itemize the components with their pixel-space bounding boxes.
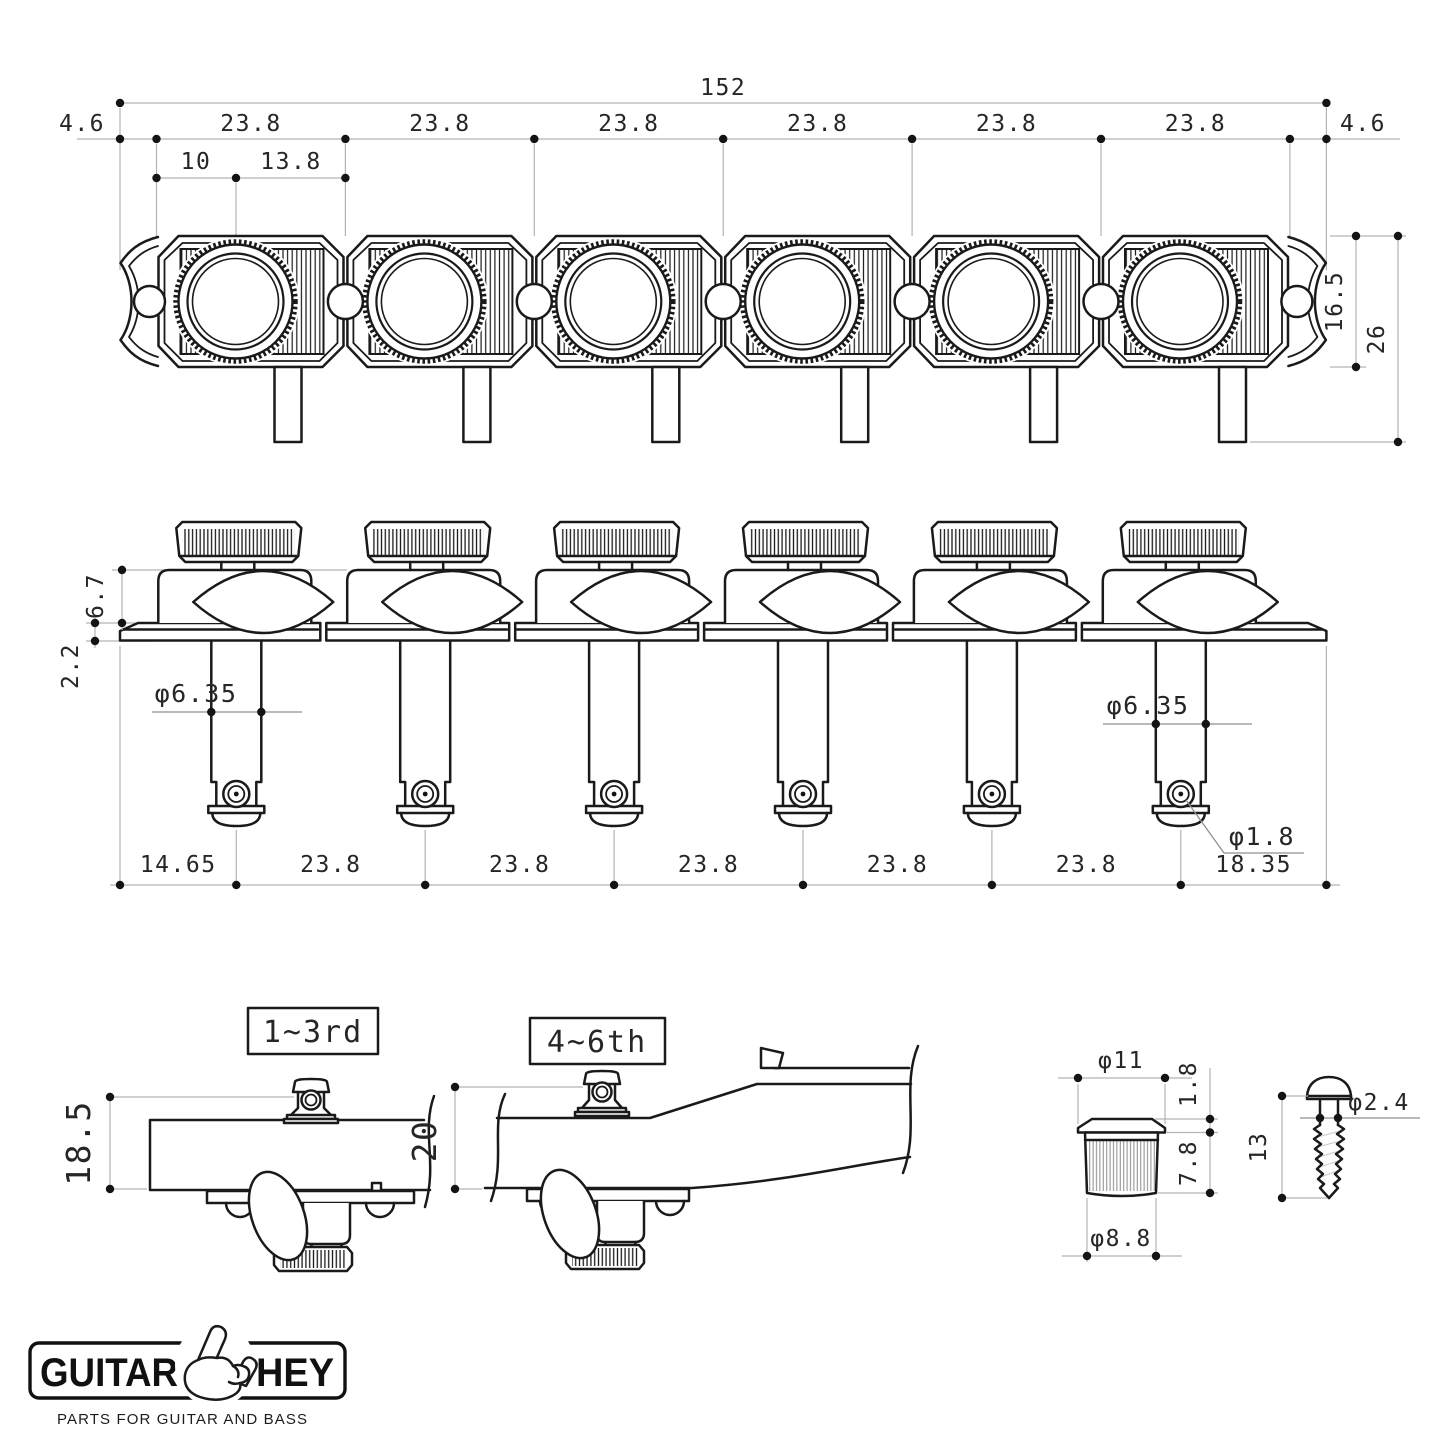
fist — [183, 1356, 251, 1401]
screw-thread-right — [1327, 1123, 1346, 1200]
label-group-4-6: 4~6th — [547, 1025, 647, 1060]
logo-guitar: GUITAR — [40, 1351, 178, 1395]
dim-top-seg-7: 4.6 — [1340, 111, 1386, 137]
dim-plate-height: 16.5 — [1322, 271, 1348, 332]
dim-bushing-flange-h: 1.8 — [1176, 1061, 1202, 1107]
dim-bottom-seg-0: 14.65 — [140, 852, 217, 878]
dim-sub-seg-0: 10 — [181, 149, 212, 175]
dim-bottom-seg-1: 23.8 — [300, 852, 361, 878]
dim-post-height-1: 18.5 — [59, 1100, 98, 1185]
logo-hey: HEY — [256, 1351, 334, 1395]
dim-top-seg-4: 23.8 — [787, 111, 848, 137]
mount-view-4-6: 4~6th 20 — [405, 1016, 920, 1271]
logo-tagline: PARTS FOR GUITAR AND BASS — [57, 1411, 310, 1428]
brand-logo: GUITAR HEY PARTS FOR GUITAR AND BASS — [28, 1323, 347, 1428]
group-label-box-4-6 — [528, 1016, 667, 1066]
tuner-row-back-view — [119, 236, 1328, 442]
side-view: 6.7 2.2 φ6.35 φ6.35 φ1.8 14.65 23.8 23.8… — [58, 520, 1340, 890]
nut — [759, 1046, 785, 1070]
dim-screw-dia: φ2.4 — [1348, 1090, 1409, 1116]
oval-tuner-button — [247, 1170, 309, 1262]
dim-gear-height: 6.7 — [83, 573, 109, 619]
dim-overall-height: 26 — [1364, 324, 1390, 355]
mount-hole — [704, 282, 742, 321]
dim-plate-thickness: 2.2 — [58, 643, 84, 689]
index-finger — [196, 1324, 228, 1366]
gear-covers — [192, 569, 1280, 635]
dim-overall-width: 152 — [700, 75, 746, 101]
mount-hole — [1082, 282, 1120, 321]
mount-hole — [326, 282, 365, 321]
group-label-box-1-3 — [246, 1006, 380, 1056]
dim-post-dia-left: φ6.35 — [155, 679, 238, 708]
dim-top-seg-2: 23.8 — [409, 111, 470, 137]
dimension-dots-top — [115, 98, 1403, 447]
dim-post-dia-right: φ6.35 — [1107, 691, 1190, 720]
mount-hole — [515, 282, 554, 321]
rock-hand-icon — [175, 1323, 258, 1407]
mount-hole — [893, 282, 931, 321]
screw-thread-left — [1312, 1123, 1331, 1200]
dim-bushing-top-dia: φ11 — [1098, 1048, 1144, 1074]
string-post-1-3 — [282, 1077, 340, 1125]
bushing-flange — [1076, 1117, 1167, 1134]
screw-detail: 13 φ2.4 — [1246, 1075, 1420, 1203]
dim-top-seg-5: 23.8 — [976, 111, 1037, 137]
dim-sub-seg-1: 13.8 — [260, 149, 321, 175]
break-line — [423, 1094, 436, 1209]
dimension-dots-side — [90, 565, 1331, 890]
dim-bushing-body-h: 7.8 — [1176, 1140, 1202, 1186]
dim-bushing-bottom-dia: φ8.8 — [1090, 1226, 1151, 1252]
dim-top-seg-1: 23.8 — [220, 111, 281, 137]
label-group-1-3: 1~3rd — [263, 1015, 363, 1050]
mount-view-1-3: 1~3rd 18.5 — [59, 1006, 436, 1273]
bushing-detail: φ11 1.8 7.8 φ8.8 — [1058, 1048, 1218, 1262]
base-plate — [118, 621, 1328, 642]
string-post-4-6 — [573, 1069, 631, 1118]
dim-top-seg-3: 23.8 — [598, 111, 659, 137]
dim-top-seg-6: 23.8 — [1165, 111, 1226, 137]
dim-top-seg-0: 4.6 — [59, 111, 105, 137]
top-view: 152 4.6 23.8 23.8 23.8 23.8 23.8 23.8 4.… — [59, 75, 1406, 447]
break-lines — [489, 1044, 920, 1203]
dim-bottom-seg-2: 23.8 — [489, 852, 550, 878]
dim-bottom-seg-4: 23.8 — [867, 852, 928, 878]
dim-bottom-seg-5: 23.8 — [1056, 852, 1117, 878]
dim-bottom-seg-3: 23.8 — [678, 852, 739, 878]
dim-screw-length: 13 — [1246, 1132, 1272, 1163]
dim-string-hole-dia: φ1.8 — [1229, 822, 1295, 851]
dim-post-height-2: 20 — [405, 1120, 444, 1163]
oval-tuner-button — [539, 1168, 601, 1260]
dim-bottom-seg-6: 18.35 — [1215, 852, 1292, 878]
